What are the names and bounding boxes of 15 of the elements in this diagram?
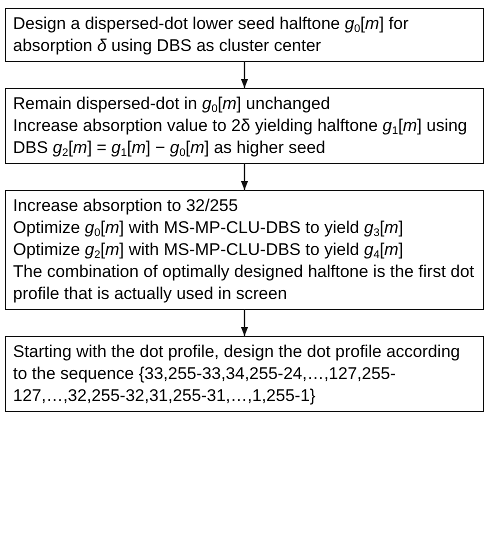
step-text: Increase absorption value to 2δ yielding halftone g$_{1}$[m] using DBS g$_{2}$[m] = g$_{1}$[m] − g$_{0}$[m] as higher seed xyxy=(13,115,468,159)
step-text: Increase absorption to 32/255 xyxy=(13,195,239,217)
process-box xyxy=(5,190,484,310)
process-box xyxy=(5,8,484,62)
step-text: Optimize g$_{2}$[m] with MS-MP-CLU-DBS to yield g$_{4}$[m] xyxy=(13,239,404,261)
arrow xyxy=(240,164,248,190)
step-text: Design a dispersed-dot lower seed halftone g$_{0}$[m] for absorption δ using DBS as cluster center xyxy=(13,13,410,57)
step-text: Remain dispersed-dot in g$_{0}$[m] unchanged xyxy=(13,93,332,115)
process-box xyxy=(5,336,484,412)
process-box xyxy=(5,88,484,164)
step-text: The combination of optimally designed halftone is the first dot profile that is actually used in screen xyxy=(13,261,476,305)
step-text: Optimize g$_{0}$[m] with MS-MP-CLU-DBS to yield g$_{3}$[m] xyxy=(13,217,404,239)
step-text: Starting with the dot profile, design the dot profile according to the sequence {33,255-33,34,255-24,…,127,255-127,…,32,255-32,31,255-31,…,1,255-1} xyxy=(13,341,461,407)
arrow xyxy=(240,310,248,336)
arrow xyxy=(240,62,248,88)
